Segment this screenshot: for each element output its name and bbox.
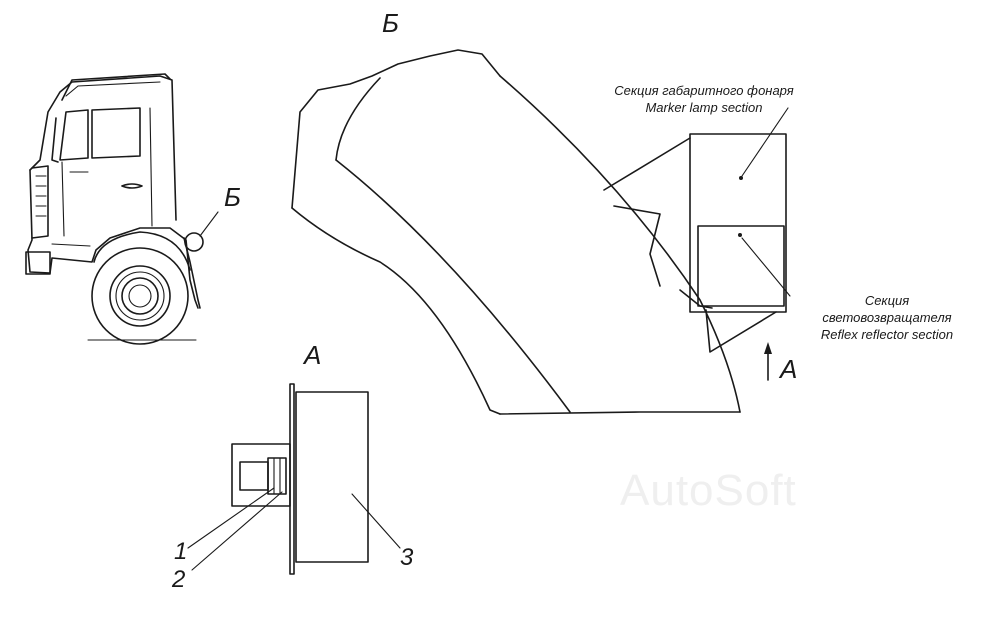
view-b-drawing bbox=[291, 49, 791, 415]
marker-lamp-caption-ru: Секция габаритного фонаря bbox=[614, 83, 794, 98]
view-a-drawing bbox=[187, 383, 401, 575]
view-b-title: Б bbox=[382, 8, 399, 38]
view-a-title: А bbox=[304, 340, 322, 370]
reflex-caption-ru-2: световозвращателя bbox=[822, 310, 952, 325]
view-b-callout-label: Б bbox=[224, 182, 241, 212]
reflex-reflector-caption: Секция световозвращателя Reflex reflecto… bbox=[780, 292, 994, 343]
marker-lamp-caption-en: Marker lamp section bbox=[645, 100, 763, 115]
reflex-caption-en: Reflex reflector section bbox=[820, 327, 954, 342]
part-number-1: 1 bbox=[174, 538, 188, 565]
part-number-3: 3 bbox=[400, 544, 414, 571]
marker-lamp-caption: Секция габаритного фонаря Marker lamp se… bbox=[586, 82, 822, 116]
part-number-2: 2 bbox=[172, 566, 186, 593]
reflex-caption-ru-1: Секция bbox=[864, 293, 910, 308]
truck-cab-sketch bbox=[25, 73, 219, 345]
view-a-arrow-label: А bbox=[780, 354, 798, 384]
watermark: AutoSoft bbox=[620, 466, 797, 515]
